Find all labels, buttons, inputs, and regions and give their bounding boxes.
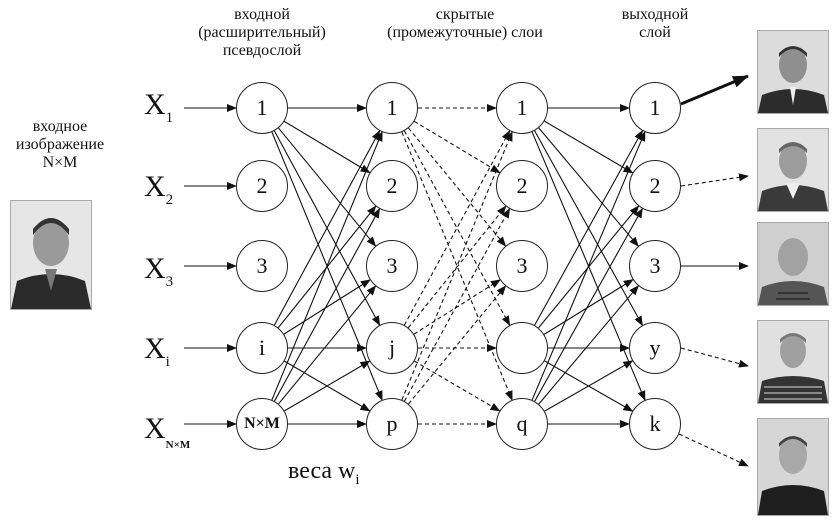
input-xnm: XN×M	[144, 412, 191, 452]
weight-line	[283, 279, 371, 335]
hidden-dashed-line	[401, 131, 513, 401]
hidden-layers-label-line2: (промежуточные) слои	[387, 24, 543, 41]
input-node: 2	[236, 160, 288, 212]
input-node: 1	[236, 82, 288, 134]
portrait-output-5-icon	[757, 418, 829, 516]
portrait-output-4-icon	[757, 320, 829, 404]
input-node: 3	[236, 240, 288, 292]
input-x2: X2	[144, 170, 174, 209]
hidden1-node: 2	[366, 160, 418, 212]
input-layer-label-line2: (расширительный)	[198, 24, 326, 41]
output-arrow-dashed	[680, 173, 749, 187]
hidden-dashed-line	[414, 120, 501, 174]
hidden1-node: 1	[366, 82, 418, 134]
weights-label: веса wi	[288, 458, 360, 488]
hidden2-node: 2	[496, 160, 548, 212]
portrait-output-2-icon	[757, 128, 829, 212]
output-weight-line	[531, 131, 646, 401]
portrait-output-3-icon	[757, 222, 829, 306]
weight-line	[273, 129, 381, 326]
input-layer-label-line1: входной	[234, 6, 290, 23]
hidden1-node: 3	[366, 240, 418, 292]
portrait-input-icon	[10, 200, 92, 310]
output-node: y	[629, 322, 681, 374]
hidden2-node	[496, 322, 548, 374]
output-arrow-dashed	[678, 433, 749, 467]
input-x1: X1	[144, 88, 174, 127]
output-layer-label-line1: выходной	[621, 6, 689, 23]
hidden1-node: p	[366, 398, 418, 450]
portrait-input-icon-svg	[11, 201, 91, 309]
output-node: 2	[629, 160, 681, 212]
weight-line	[278, 285, 377, 405]
weight-line	[271, 131, 383, 401]
hidden-dashed-line	[403, 129, 511, 326]
weight-line	[284, 360, 371, 412]
hidden-dashed-line	[408, 127, 507, 247]
input-x3: X3	[144, 252, 174, 291]
output-layer-label: выходной слой	[600, 6, 710, 42]
input-node: N×M	[236, 398, 288, 450]
hidden-layers-label: скрытые (промежуточные) слои	[350, 6, 580, 42]
input-image-label-line3: N×M	[42, 154, 78, 171]
output-node: 1	[629, 82, 681, 134]
portrait-output-1-icon	[757, 30, 829, 114]
hidden-dashed-line	[414, 360, 501, 412]
hidden2-node: 1	[496, 82, 548, 134]
hidden-dashed-line	[403, 130, 511, 327]
input-image-label: входное изображение N×M	[0, 118, 120, 172]
output-node: k	[629, 398, 681, 450]
hidden1-node: j	[366, 322, 418, 374]
output-weight-line	[538, 285, 639, 405]
output-weight-line	[544, 120, 634, 174]
weight-line	[284, 120, 371, 174]
output-weight-line	[543, 279, 634, 335]
input-layer-label: входной (расширительный) псевдослой	[184, 6, 340, 60]
output-node: 3	[629, 240, 681, 292]
output-weight-line	[534, 207, 643, 402]
input-image-label-line1: входное	[32, 118, 88, 135]
output-weight-line	[534, 129, 643, 326]
weight-line	[273, 207, 381, 402]
hidden-dashed-line	[403, 207, 511, 402]
input-node: i	[236, 322, 288, 374]
output-arrow-dashed	[680, 347, 749, 368]
hidden-dashed-line	[408, 285, 507, 405]
hidden-dashed-line	[401, 131, 513, 401]
input-image-label-line2: изображение	[15, 136, 105, 153]
hidden-dashed-line	[413, 279, 501, 335]
input-xi: Xi	[144, 332, 170, 371]
output-weight-line	[544, 360, 634, 412]
output-arrow-strong	[680, 74, 749, 106]
input-layer-label-line3: псевдослой	[222, 42, 302, 59]
hidden-layers-label-line1: скрытые	[435, 6, 495, 23]
connection-lines	[184, 74, 749, 467]
hidden2-node: 3	[496, 240, 548, 292]
output-layer-label-line2: слой	[639, 24, 671, 41]
hidden2-node: q	[496, 398, 548, 450]
